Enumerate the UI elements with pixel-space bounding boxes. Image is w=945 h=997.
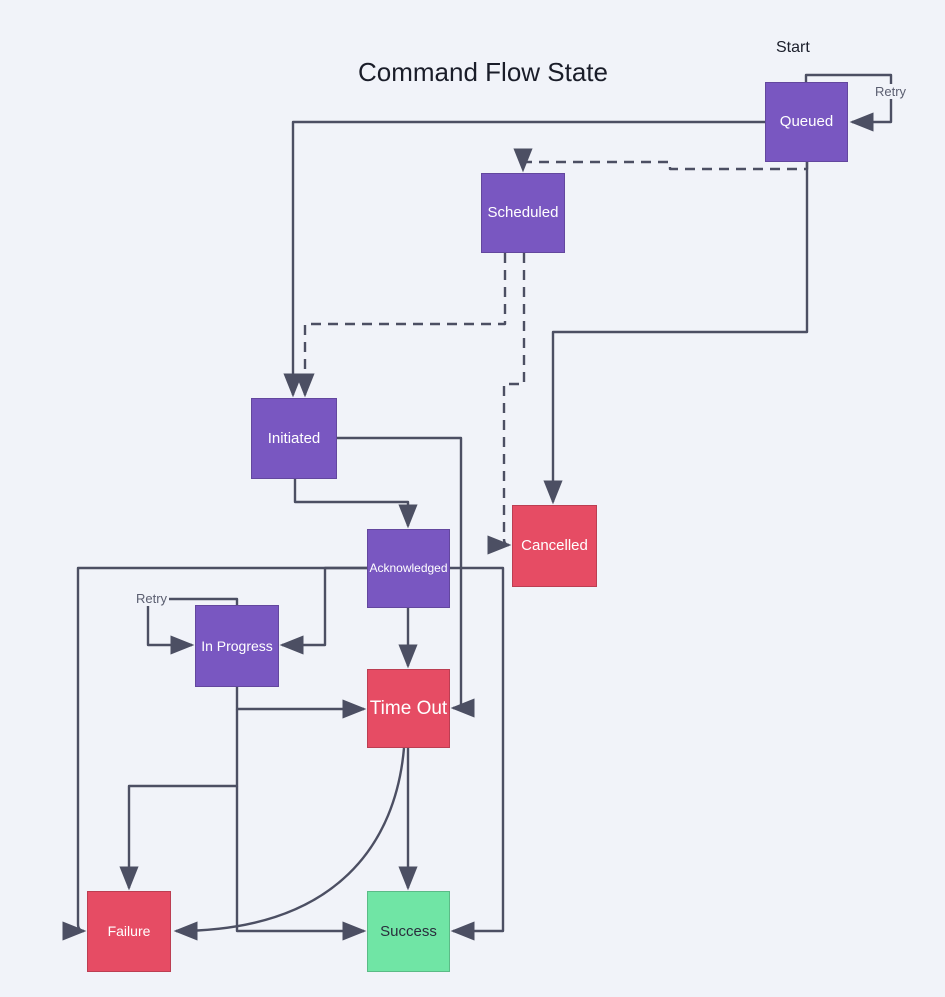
node-success[interactable]: Success [367, 891, 450, 972]
node-time-out[interactable]: Time Out [367, 669, 450, 748]
node-success-label: Success [380, 922, 437, 940]
inprogress-retry-label: Retry [134, 591, 170, 606]
node-cancelled-label: Cancelled [521, 537, 588, 555]
edge-initiated-timeout[interactable] [337, 436, 475, 718]
edge-inprogress-timeout[interactable] [235, 687, 367, 719]
edge-acknowledged-failure[interactable] [62, 566, 367, 941]
edge-queued-initiated[interactable] [283, 120, 765, 398]
node-scheduled[interactable]: Scheduled [481, 173, 565, 253]
edge-timeout-failure[interactable] [173, 747, 406, 941]
edge-acknowledged-inprogress[interactable] [279, 566, 367, 655]
node-initiated-label: Initiated [267, 429, 321, 447]
node-acknowledged[interactable]: Acknowledged [367, 529, 450, 608]
node-time-out-label: Time Out [369, 697, 448, 719]
edge-scheduled-initiated[interactable] [295, 253, 507, 398]
diagram-title: Command Flow State [358, 57, 608, 87]
edge-queued-cancelled[interactable] [543, 162, 809, 505]
node-acknowledged-label: Acknowledged [369, 560, 448, 575]
edge-inprogress-success[interactable] [235, 786, 367, 941]
node-queued[interactable]: Queued [765, 82, 848, 162]
edge-scheduled-cancelled[interactable] [487, 253, 526, 555]
node-scheduled-label: Scheduled [487, 204, 559, 222]
edge-queued-scheduled[interactable] [513, 148, 809, 173]
node-failure-label: Failure [107, 923, 151, 940]
edge-acknowledged-success[interactable] [450, 566, 505, 941]
edge-queued-retry-loop[interactable] [804, 73, 893, 132]
node-cancelled[interactable]: Cancelled [512, 505, 597, 587]
queued-retry-label: Retry [873, 84, 909, 99]
node-in-progress[interactable]: In Progress [195, 605, 279, 687]
start-label: Start [776, 39, 810, 56]
node-failure[interactable]: Failure [87, 891, 171, 972]
node-initiated[interactable]: Initiated [251, 398, 337, 479]
node-in-progress-label: In Progress [201, 637, 273, 654]
edge-initiated-acknowledged[interactable] [293, 479, 418, 529]
node-queued-label: Queued [779, 113, 834, 131]
edge-inprogress-failure[interactable] [119, 709, 239, 891]
